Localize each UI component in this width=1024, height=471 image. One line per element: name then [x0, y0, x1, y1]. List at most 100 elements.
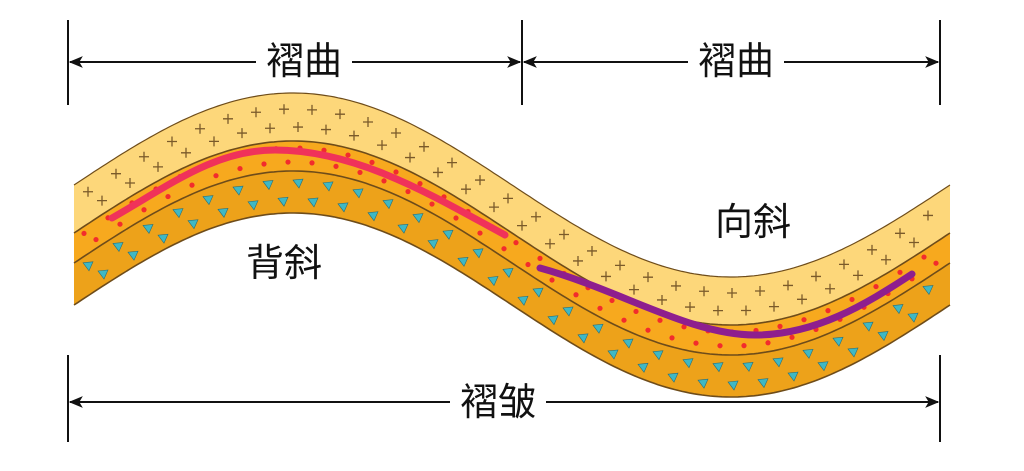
- triangle-mark: [697, 378, 709, 389]
- dot-mark: [669, 335, 675, 341]
- cross-mark: [615, 260, 625, 271]
- cross-mark: [405, 152, 415, 163]
- cross-mark: [363, 116, 373, 127]
- fold-right-label: 褶曲: [688, 42, 785, 80]
- cross-mark: [825, 283, 835, 294]
- triangle-mark: [832, 336, 844, 347]
- cross-mark: [181, 147, 191, 158]
- dot-mark: [897, 269, 903, 275]
- dot-mark: [453, 215, 459, 221]
- triangle-mark: [142, 224, 154, 235]
- triangle-mark: [367, 211, 379, 222]
- cross-mark: [783, 280, 793, 291]
- dot-mark: [285, 159, 291, 165]
- triangle-mark: [532, 287, 544, 298]
- cross-mark: [139, 151, 149, 162]
- triangle-mark: [442, 229, 454, 240]
- triangle-mark: [97, 269, 109, 280]
- cross-mark: [601, 271, 611, 282]
- dot-mark: [597, 305, 603, 311]
- cross-mark: [503, 193, 513, 204]
- cross-mark: [265, 123, 275, 134]
- triangle-mark: [292, 178, 304, 189]
- cross-mark: [881, 254, 891, 265]
- dot-mark: [657, 317, 663, 323]
- triangle-mark: [472, 248, 484, 259]
- dot-mark: [369, 159, 375, 165]
- dot-mark: [477, 230, 483, 236]
- triangle-mark: [607, 349, 619, 360]
- anticline-axis-line: [108, 146, 509, 239]
- cross-mark: [111, 168, 121, 179]
- fold-series-label: 褶皱: [450, 383, 547, 421]
- dot-mark: [333, 163, 339, 169]
- layer-boundary-bottom: [73, 212, 951, 398]
- cross-mark: [839, 259, 849, 270]
- dot-mark: [309, 160, 315, 166]
- dot-mark: [921, 254, 927, 260]
- dot-mark: [381, 178, 387, 184]
- triangle-mark: [127, 250, 139, 261]
- dot-mark: [525, 261, 531, 268]
- triangle-mark: [757, 378, 769, 389]
- dot-mark: [357, 169, 363, 176]
- cross-mark: [629, 284, 639, 295]
- dot-mark: [501, 246, 507, 252]
- dot-mark: [849, 296, 855, 303]
- dot-mark: [237, 165, 243, 172]
- triangle-mark: [727, 380, 739, 391]
- cross-mark: [377, 140, 387, 151]
- cross-mark: [741, 305, 751, 316]
- triangle-mark: [787, 371, 799, 382]
- dot-mark: [189, 182, 195, 188]
- dot-mark: [609, 297, 615, 304]
- triangle-mark: [382, 199, 394, 210]
- triangle-mark: [232, 185, 244, 196]
- cross-mark: [97, 195, 107, 206]
- cross-mark: [531, 211, 541, 222]
- bottom-layer: [74, 171, 950, 397]
- dot-mark: [261, 161, 267, 167]
- triangle-mark: [907, 312, 919, 323]
- dot-mark: [93, 236, 99, 243]
- dot-mark: [417, 181, 423, 187]
- triangle-mark: [817, 361, 829, 372]
- cross-mark: [237, 128, 247, 139]
- dot-mark: [429, 201, 435, 207]
- rock-layers: [73, 92, 951, 398]
- triangle-mark: [202, 195, 214, 206]
- layer-boundary-lower: [73, 170, 951, 356]
- cross-mark: [209, 136, 219, 147]
- dot-mark: [165, 193, 171, 200]
- dot-mark: [117, 221, 123, 227]
- triangle-mark: [622, 338, 634, 349]
- triangle-mark: [112, 242, 124, 253]
- triangle-mark: [712, 362, 724, 373]
- dot-mark: [693, 340, 699, 346]
- cross-mark: [811, 271, 821, 282]
- dot-mark: [81, 230, 87, 237]
- cross-mark: [853, 270, 863, 281]
- triangle-mark: [682, 358, 694, 369]
- dot-mark: [213, 173, 219, 179]
- triangle-mark: [337, 202, 349, 213]
- dot-mark: [645, 327, 651, 333]
- cross-mark: [125, 178, 135, 189]
- triangle-mark: [877, 331, 889, 342]
- cross-mark: [489, 202, 499, 213]
- cross-mark: [769, 301, 779, 312]
- cross-mark: [349, 130, 359, 141]
- triangle-mark: [247, 200, 259, 211]
- dot-mark: [345, 152, 351, 158]
- triangle-mark: [637, 362, 649, 373]
- dot-mark: [933, 260, 939, 266]
- triangle-mark: [742, 361, 754, 372]
- cross-mark: [307, 104, 317, 115]
- triangle-mark: [502, 268, 514, 278]
- triangle-mark: [427, 239, 439, 250]
- dot-mark: [873, 283, 879, 290]
- cross-mark: [83, 186, 93, 197]
- dot-mark: [393, 169, 399, 175]
- triangle-mark: [652, 350, 664, 361]
